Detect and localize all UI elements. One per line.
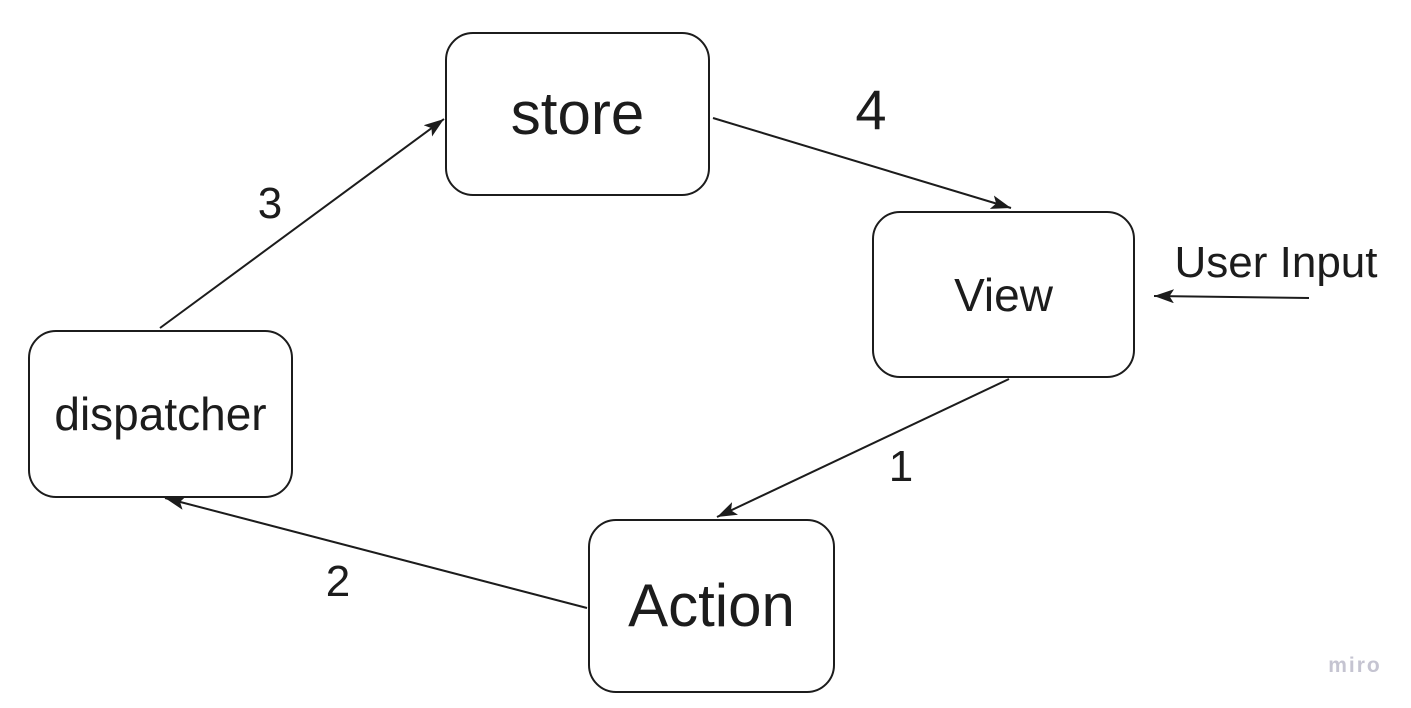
node-action-label: Action	[628, 572, 795, 639]
edge-label-2[interactable]: 2	[325, 557, 351, 606]
edge-user-input-to-view[interactable]	[1153, 289, 1310, 304]
node-dispatcher[interactable]: dispatcher	[28, 330, 293, 498]
user-input-label[interactable]: User Input	[1174, 238, 1378, 287]
edge-store-to-view[interactable]	[712, 117, 1012, 209]
node-store-label: store	[510, 80, 645, 147]
node-view-label: View	[954, 268, 1053, 321]
edge-dispatcher-to-store[interactable]	[159, 118, 445, 329]
edge-view-to-action[interactable]	[716, 378, 1010, 518]
miro-watermark: miro	[1328, 654, 1382, 677]
node-action[interactable]: Action	[588, 519, 835, 693]
node-view[interactable]: View	[872, 211, 1135, 378]
edge-label-3[interactable]: 3	[257, 179, 283, 228]
edge-label-4[interactable]: 4	[855, 78, 887, 141]
node-dispatcher-label: dispatcher	[54, 388, 267, 440]
edge-action-to-dispatcher[interactable]	[164, 496, 588, 609]
node-store[interactable]: store	[445, 32, 710, 196]
edge-label-1[interactable]: 1	[888, 442, 914, 491]
